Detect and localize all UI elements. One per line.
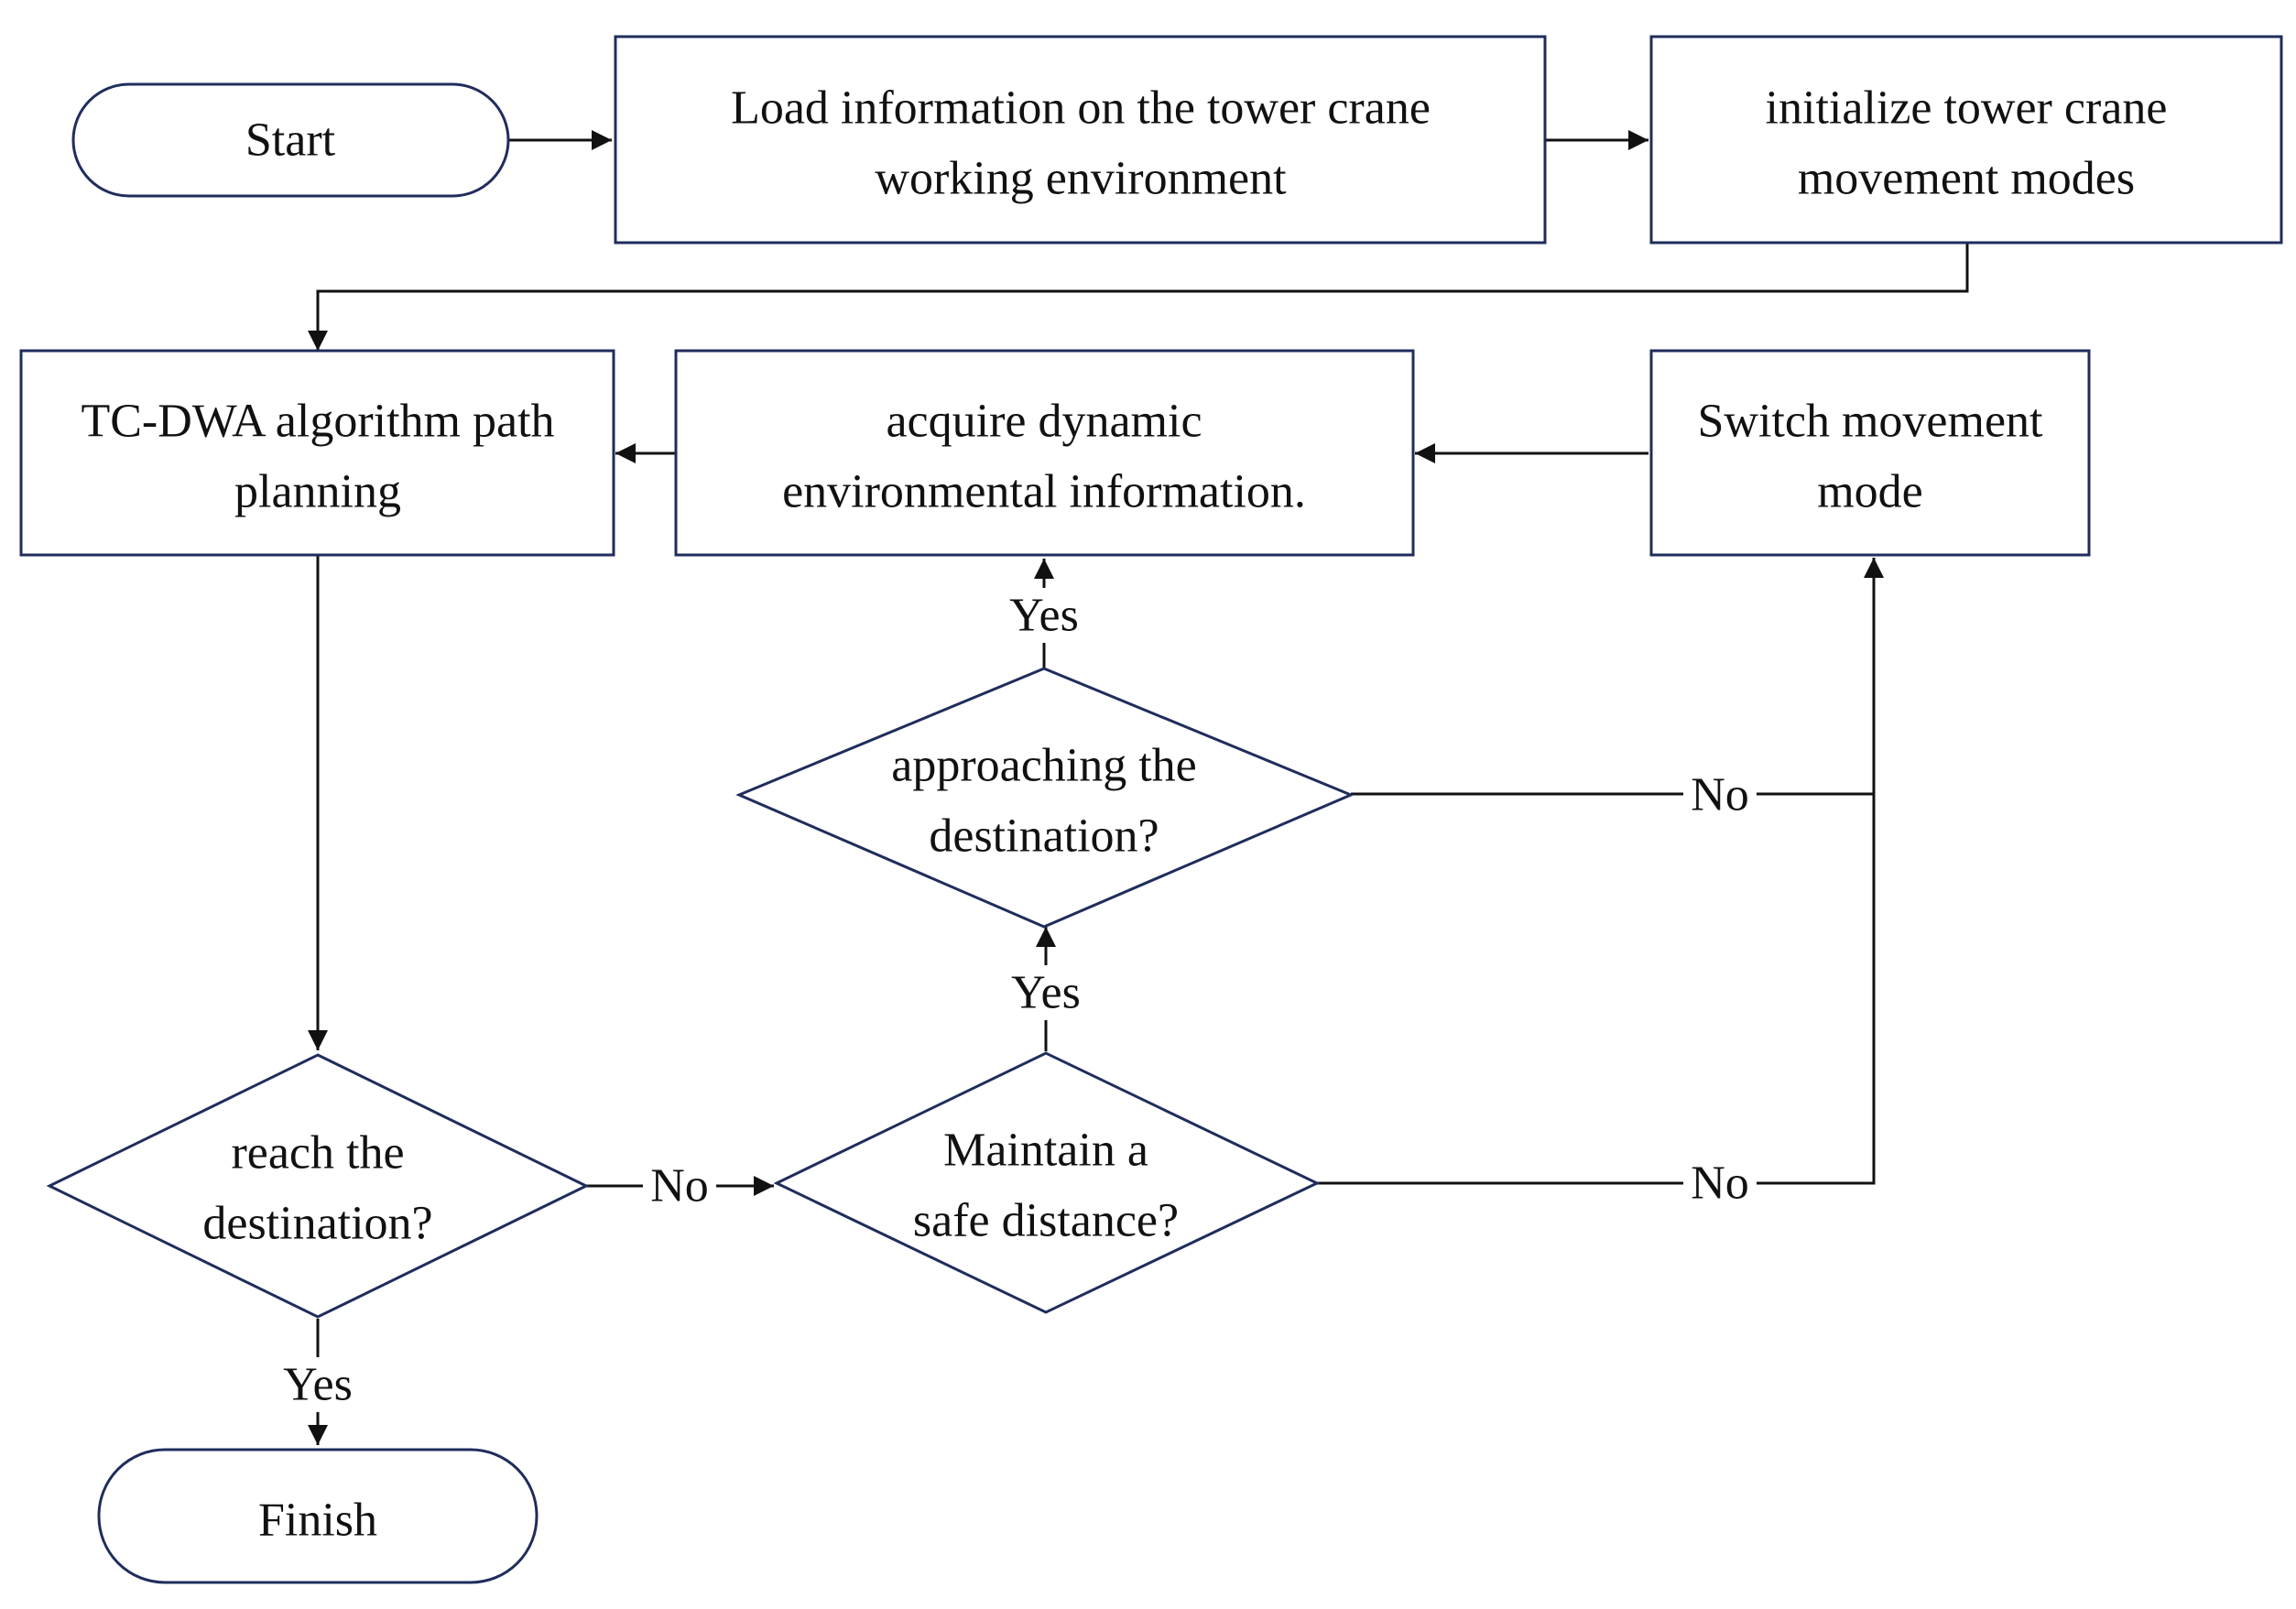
path-planning-box bbox=[19, 349, 615, 557]
acquire-info-node: acquire dynamic environmental informatio… bbox=[674, 349, 1415, 557]
approaching-decision: approaching the destination? bbox=[735, 667, 1355, 929]
finish-terminal bbox=[97, 1448, 539, 1584]
reach-decision: reach the destination? bbox=[46, 1053, 590, 1319]
safe-distance-line1: Maintain a bbox=[943, 1125, 1148, 1177]
init-modes-node: initialize tower crane movement modes bbox=[1649, 35, 2283, 245]
start-label: Start bbox=[245, 114, 336, 167]
safe-no-label: No bbox=[1691, 1158, 1749, 1210]
edges bbox=[308, 130, 1969, 1445]
reach-no-label: No bbox=[650, 1160, 709, 1212]
start-node: Start bbox=[71, 82, 510, 198]
edge-init-to-planning bbox=[308, 243, 1969, 351]
edge-labels: Yes No Yes No No Yes bbox=[272, 588, 1757, 1412]
finish-node: Finish bbox=[97, 1448, 539, 1584]
reach-line1: reach the bbox=[231, 1127, 404, 1180]
approaching-diamond bbox=[735, 667, 1355, 929]
reach-yes-backing bbox=[272, 1357, 364, 1412]
start-terminal bbox=[71, 82, 510, 198]
approaching-yes-label: Yes bbox=[1009, 590, 1079, 642]
switch-mode-box bbox=[1649, 349, 2091, 557]
reach-diamond bbox=[46, 1053, 590, 1319]
safe-yes-label: Yes bbox=[1011, 967, 1081, 1019]
edge-safe-no-to-switch bbox=[1317, 558, 1884, 1185]
path-planning-node: TC-DWA algorithm path planning bbox=[19, 349, 615, 557]
finish-label: Finish bbox=[258, 1495, 377, 1547]
approaching-no-backing bbox=[1683, 769, 1757, 821]
init-modes-line1: initialize tower crane bbox=[1766, 82, 2168, 135]
safe-yes-backing bbox=[1000, 965, 1092, 1020]
load-info-line2: working environment bbox=[875, 153, 1287, 205]
approaching-line2: destination? bbox=[929, 810, 1159, 863]
switch-mode-line2: mode bbox=[1817, 466, 1923, 518]
acquire-info-line2: environmental information. bbox=[782, 466, 1306, 518]
reach-no-backing bbox=[643, 1160, 716, 1212]
safe-no-backing bbox=[1683, 1158, 1757, 1209]
load-info-line1: Load information on the tower crane bbox=[731, 82, 1431, 135]
approaching-yes-backing bbox=[998, 588, 1090, 643]
path-planning-line2: planning bbox=[234, 466, 401, 518]
safe-distance-decision: Maintain a safe distance? bbox=[773, 1051, 1321, 1314]
path-planning-line1: TC-DWA algorithm path bbox=[81, 396, 554, 448]
acquire-info-box bbox=[674, 349, 1415, 557]
reach-yes-label: Yes bbox=[283, 1359, 353, 1411]
safe-distance-line2: safe distance? bbox=[913, 1195, 1179, 1247]
load-info-box bbox=[614, 35, 1547, 245]
reach-line2: destination? bbox=[202, 1198, 432, 1250]
init-modes-line2: movement modes bbox=[1798, 153, 2135, 205]
switch-mode-node: Switch movement mode bbox=[1649, 349, 2091, 557]
acquire-info-line1: acquire dynamic bbox=[886, 396, 1202, 448]
approaching-line1: approaching the bbox=[891, 740, 1197, 792]
approaching-no-label: No bbox=[1691, 769, 1749, 821]
switch-mode-line1: Switch movement bbox=[1698, 396, 2044, 448]
safe-distance-diamond bbox=[773, 1051, 1321, 1314]
init-modes-box bbox=[1649, 35, 2283, 245]
load-info-node: Load information on the tower crane work… bbox=[614, 35, 1547, 245]
